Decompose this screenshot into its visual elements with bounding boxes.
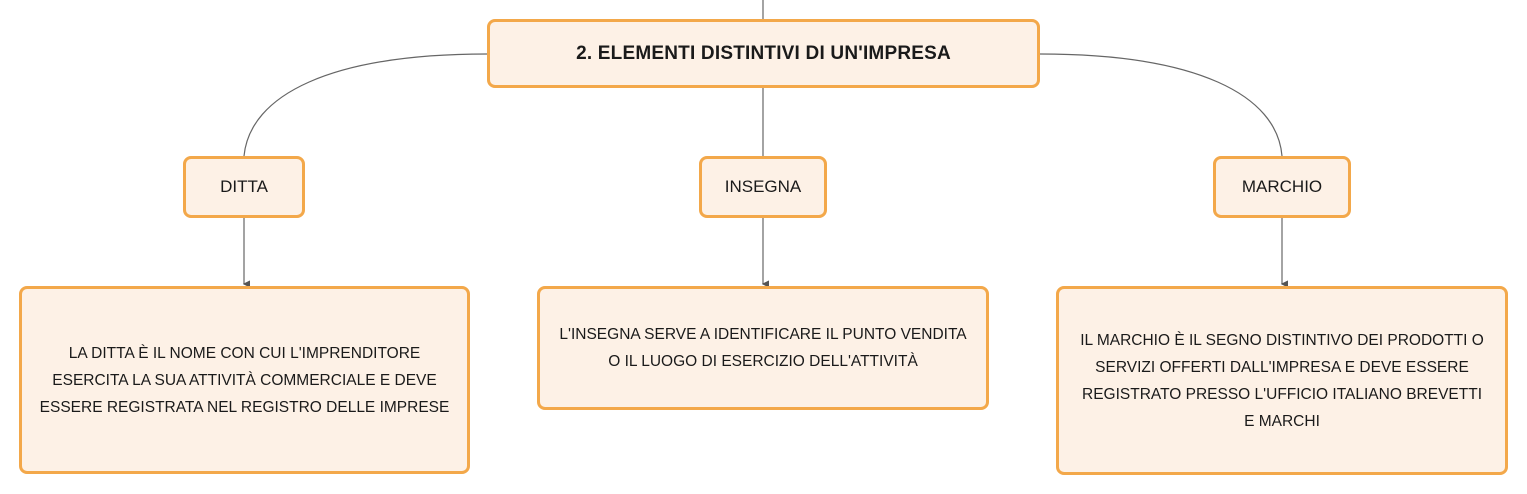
description-node-marchio[interactable]: IL MARCHIO È IL SEGNO DISTINTIVO DEI PRO… (1056, 286, 1508, 475)
connector-root-to-ditta (243, 53, 488, 157)
description-text-marchio: IL MARCHIO È IL SEGNO DISTINTIVO DEI PRO… (1080, 331, 1484, 430)
category-label-marchio: MARCHIO (1241, 177, 1323, 196)
description-text-insegna: L'INSEGNA SERVE A IDENTIFICARE IL PUNTO … (559, 326, 967, 370)
root-node[interactable]: 2. ELEMENTI DISTINTIVI DI UN'IMPRESA (487, 19, 1040, 88)
description-text-ditta: LA DITTA È IL NOME CON CUI L'IMPRENDITOR… (39, 344, 450, 416)
root-node-label: 2. ELEMENTI DISTINTIVI DI UN'IMPRESA (576, 42, 951, 64)
connector-root-to-marchio (1039, 53, 1283, 157)
description-node-ditta[interactable]: LA DITTA È IL NOME CON CUI L'IMPRENDITOR… (19, 286, 470, 474)
description-node-insegna[interactable]: L'INSEGNA SERVE A IDENTIFICARE IL PUNTO … (537, 286, 989, 410)
category-node-ditta[interactable]: DITTA (183, 156, 305, 218)
category-node-insegna[interactable]: INSEGNA (699, 156, 827, 218)
category-label-insegna: INSEGNA (724, 177, 802, 196)
category-node-marchio[interactable]: MARCHIO (1213, 156, 1351, 218)
category-label-ditta: DITTA (220, 177, 268, 196)
